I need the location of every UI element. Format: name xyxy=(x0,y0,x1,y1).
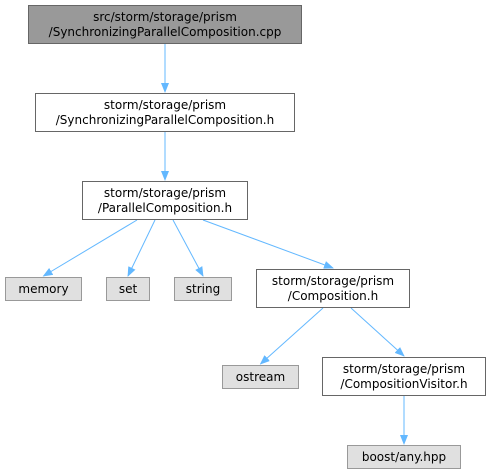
node-boost-any-hpp: boost/any.hpp xyxy=(347,445,461,469)
node-ostream: ostream xyxy=(222,365,299,389)
node-ostream-label: ostream xyxy=(235,369,286,384)
node-parallel-composition-h[interactable]: storm/storage/prism /ParallelComposition… xyxy=(82,181,248,220)
node-synchronizing-parallel-composition-h[interactable]: storm/storage/prism /SynchronizingParall… xyxy=(35,93,295,132)
node-set: set xyxy=(106,277,150,301)
node-string-label: string xyxy=(185,281,221,296)
node-parallel-line2: /ParallelComposition.h xyxy=(97,200,233,215)
node-string: string xyxy=(174,277,232,301)
edge-composition_h-to-visitor_h xyxy=(350,307,405,357)
node-visitor-line2: /CompositionVisitor.h xyxy=(340,376,468,391)
node-set-label: set xyxy=(118,281,138,296)
edge-parallel_h-to-string xyxy=(172,219,204,277)
node-root-cpp-line1: src/storm/storage/prism xyxy=(93,9,237,24)
node-synchronizing-line1: storm/storage/prism xyxy=(103,97,227,112)
node-composition-h[interactable]: storm/storage/prism /Composition.h xyxy=(256,269,410,308)
node-memory-label: memory xyxy=(18,281,69,296)
edge-parallel_h-to-memory xyxy=(42,219,138,277)
node-boost-any-label: boost/any.hpp xyxy=(361,449,447,464)
node-visitor-line1: storm/storage/prism xyxy=(342,361,466,376)
node-synchronizing-line2: /SynchronizingParallelComposition.h xyxy=(55,112,275,127)
node-root-cpp[interactable]: src/storm/storage/prism /SynchronizingPa… xyxy=(28,5,302,44)
node-memory: memory xyxy=(5,277,82,301)
node-composition-line2: /Composition.h xyxy=(287,288,379,303)
node-root-cpp-line2: /SynchronizingParallelComposition.cpp xyxy=(48,24,282,39)
node-composition-visitor-h[interactable]: storm/storage/prism /CompositionVisitor.… xyxy=(322,357,486,396)
edge-parallel_h-to-composition_h xyxy=(202,219,334,269)
node-parallel-line1: storm/storage/prism xyxy=(103,185,227,200)
node-composition-line1: storm/storage/prism xyxy=(271,273,395,288)
edge-composition_h-to-ostream xyxy=(259,307,324,365)
edge-parallel_h-to-set xyxy=(127,219,156,277)
